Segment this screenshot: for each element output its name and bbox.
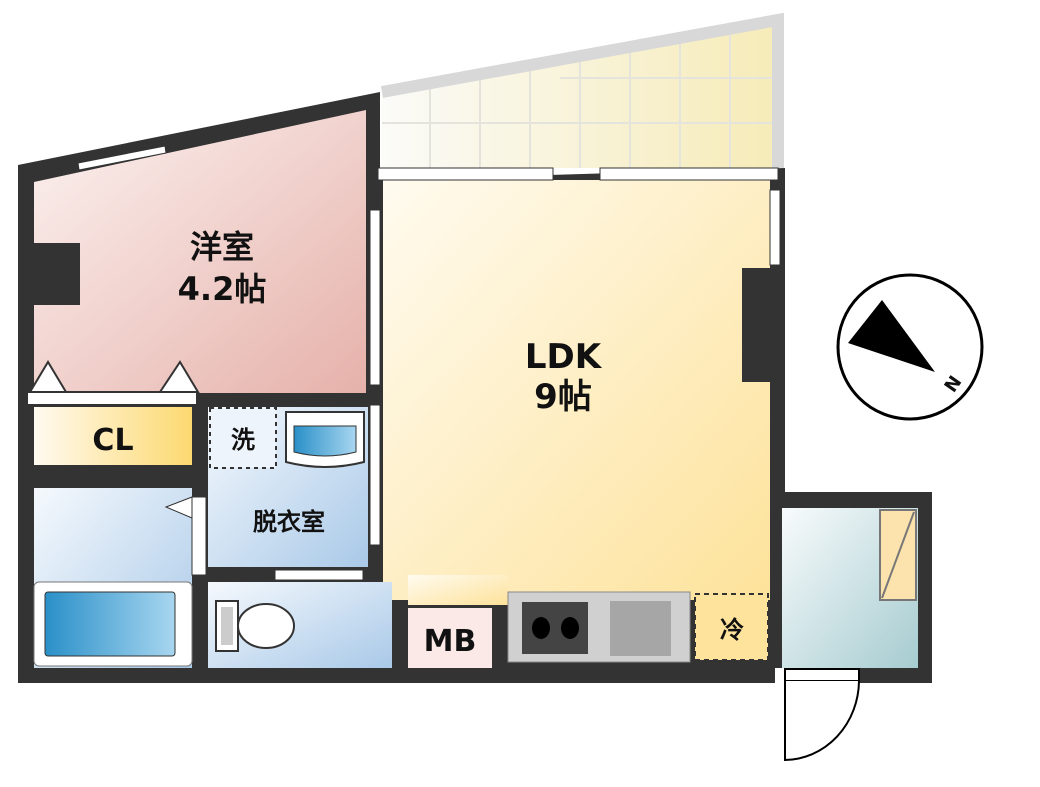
toilet-door[interactable] — [274, 569, 364, 581]
entrance — [775, 508, 918, 762]
room-size: 4.2帖 — [178, 270, 267, 308]
north-arrow-icon — [848, 300, 935, 372]
meter-box: MB — [408, 608, 492, 668]
window — [369, 209, 381, 386]
door-swing — [784, 680, 860, 762]
window — [77, 145, 167, 171]
kitchen-counter — [507, 591, 691, 663]
toilet-bowl — [237, 603, 295, 649]
room-name: 脱衣室 — [253, 508, 325, 536]
sink — [610, 601, 671, 656]
entrance-door[interactable] — [784, 668, 860, 682]
meter-box-label: MB — [424, 624, 477, 659]
ldk-room: LDK 9帖 — [369, 167, 782, 605]
fridge-label: 冷 — [720, 616, 744, 644]
washer-label: 洗 — [231, 426, 255, 454]
compass: N — [836, 273, 984, 421]
room-size: 9帖 — [534, 377, 592, 417]
bathroom — [33, 488, 207, 668]
dressing-room: 洗 脱衣室 — [208, 407, 368, 581]
burner — [561, 617, 579, 639]
pillar — [20, 243, 80, 305]
closet-doors — [26, 360, 200, 406]
washer-space — [209, 407, 277, 469]
burner — [532, 617, 550, 639]
pillar — [742, 268, 782, 382]
window — [769, 189, 781, 266]
closet-label: CL — [92, 423, 133, 458]
room-name: 洋室 — [190, 228, 254, 266]
western-room: 洋室 4.2帖 — [20, 110, 366, 393]
window — [377, 167, 554, 181]
bathtub-water — [44, 591, 176, 657]
fridge-space: 冷 — [694, 593, 769, 661]
toilet-room — [208, 582, 392, 668]
bathroom-door[interactable] — [191, 496, 207, 576]
sliding-door — [369, 404, 381, 546]
window — [599, 167, 779, 181]
closet: CL — [34, 407, 192, 465]
room-name: LDK — [525, 337, 603, 377]
balcony — [380, 12, 784, 168]
